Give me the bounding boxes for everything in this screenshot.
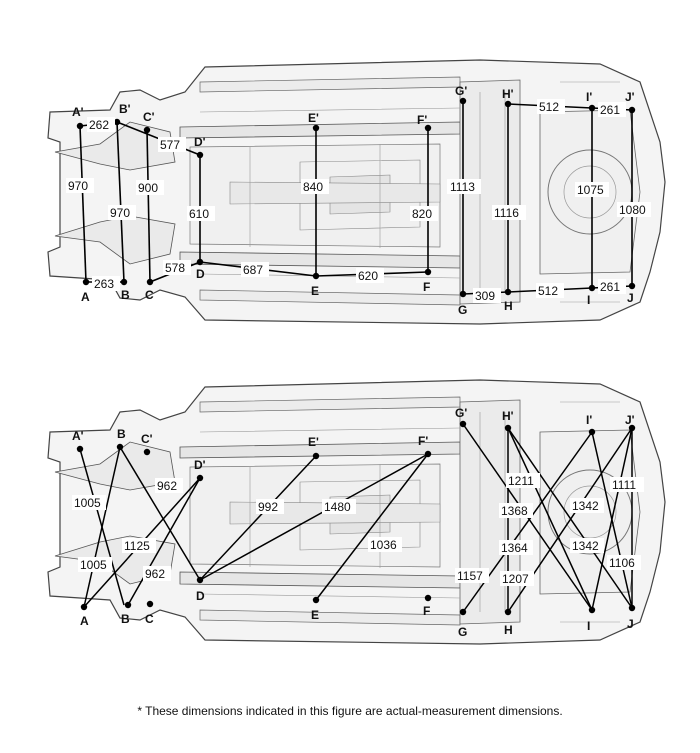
- dim-lower-a-dprime: 1125: [124, 539, 150, 553]
- label-b-prime: B': [119, 102, 131, 116]
- dim-lower-a-bprime: 1005: [80, 558, 107, 572]
- label-a: A: [81, 290, 90, 304]
- label-lower-c: C: [145, 612, 154, 626]
- lower-view: A' B C' D' E' F' G' H' I' J' A B C D E F…: [47, 379, 666, 645]
- dim-upper-a-aprime: 970: [68, 179, 88, 193]
- label-lower-e: E: [311, 608, 319, 622]
- label-lower-a-prime: A': [72, 429, 84, 443]
- footnote: * These dimensions indicated in this fig…: [137, 704, 563, 718]
- dim-upper-i-iprime: 1075: [577, 183, 604, 197]
- label-lower-j: J: [627, 617, 634, 631]
- lower-point-labels: A' B C' D' E' F' G' H' I' J' A B C D E F…: [72, 406, 635, 639]
- label-e: E: [311, 284, 319, 298]
- upper-dimension-values: 970 970 900 610 840 820 1113 1116 1075 1…: [66, 99, 651, 303]
- upper-measure-points: [76, 97, 636, 298]
- lower-measure-points: [76, 420, 636, 616]
- dim-upper-cprime-dprime: 577: [160, 138, 180, 152]
- label-lower-b: B: [117, 427, 126, 441]
- dim-upper-f-fprime: 820: [412, 207, 432, 221]
- label-lower-f: F: [423, 604, 430, 618]
- label-lower-f-prime: F': [418, 434, 428, 448]
- dim-lower-g-iprime: 1157: [457, 569, 483, 583]
- dim-lower-jprime-j: 1111: [612, 478, 636, 492]
- label-lower-c-prime: C': [141, 432, 153, 446]
- dim-upper-h-i: 512: [538, 284, 558, 298]
- label-h-prime: H': [502, 87, 514, 101]
- label-lower-e-prime: E': [308, 435, 319, 449]
- label-lower-b2: B: [121, 612, 130, 626]
- dim-upper-i-j: 261: [600, 280, 620, 294]
- label-e-prime: E': [308, 111, 319, 125]
- dim-upper-e-f: 620: [358, 269, 378, 283]
- dim-upper-e-eprime: 840: [303, 180, 323, 194]
- label-g-prime: G': [455, 84, 467, 98]
- dim-lower-bprime-d: 962: [157, 479, 177, 493]
- label-c: C: [145, 288, 154, 302]
- dim-upper-hprime-iprime: 512: [539, 100, 559, 114]
- label-a-prime: A': [72, 105, 84, 119]
- dim-upper-j-jprime: 1080: [619, 203, 646, 217]
- label-lower-h: H: [504, 623, 513, 637]
- lower-dimension-values: 1005 1005 962 962 1125 992 1480 1036 121…: [72, 473, 644, 586]
- label-i: I: [587, 293, 590, 307]
- label-j: J: [627, 291, 634, 305]
- dim-upper-c-cprime: 900: [138, 181, 158, 195]
- dim-upper-h-hprime: 1116: [494, 206, 519, 220]
- label-i-prime: I': [586, 90, 592, 104]
- label-d-prime: D': [194, 135, 206, 149]
- label-lower-g: G: [458, 625, 467, 639]
- label-h: H: [504, 299, 513, 313]
- dim-upper-iprime-jprime: 261: [600, 103, 620, 117]
- label-f-prime: F': [417, 113, 427, 127]
- dim-lower-e-fprime: 1036: [370, 538, 397, 552]
- dim-lower-gprime-i: 1211: [508, 474, 534, 488]
- dim-lower-d-eprime: 992: [258, 500, 278, 514]
- label-c-prime: C': [143, 110, 155, 124]
- dim-lower-h-jprime: 1364: [501, 541, 528, 555]
- dim-lower-i-jprime: 1342: [572, 539, 599, 553]
- label-lower-d: D: [196, 589, 205, 603]
- dim-lower-aprime-b: 1005: [74, 496, 101, 510]
- dim-upper-b-bprime: 970: [110, 206, 130, 220]
- dim-lower-hprime-i: 1207: [502, 572, 529, 586]
- dim-lower-d-fprime: 1480: [324, 500, 351, 514]
- dim-upper-g-gprime: 1113: [450, 180, 475, 194]
- dim-lower-iprime-j-outer: 1106: [609, 556, 635, 570]
- dim-lower-b-dprime: 962: [145, 567, 165, 581]
- label-lower-h-prime: H': [502, 409, 514, 423]
- label-d: D: [196, 267, 205, 281]
- label-j-prime: J': [625, 90, 635, 104]
- dim-upper-aprime-bprime: 262: [89, 118, 109, 132]
- label-lower-i-prime: I': [586, 413, 592, 427]
- label-lower-j-prime: J': [625, 413, 635, 427]
- dim-upper-c-d: 578: [165, 261, 185, 275]
- label-g: G: [458, 303, 467, 317]
- label-b: B: [121, 288, 130, 302]
- dim-lower-hprime-j: 1368: [501, 504, 528, 518]
- dim-upper-d-dprime: 610: [189, 207, 209, 221]
- dim-lower-iprime-j: 1342: [572, 499, 599, 513]
- upper-point-labels: A' B' C' D' E' F' G' H' I' J' A B C D E …: [72, 84, 635, 317]
- label-f: F: [423, 280, 430, 294]
- label-lower-g-prime: G': [455, 406, 467, 420]
- upper-view: A' B' C' D' E' F' G' H' I' J' A B C D E …: [47, 59, 666, 325]
- label-lower-i: I: [587, 619, 590, 633]
- label-lower-a: A: [80, 614, 89, 628]
- dim-upper-g-h: 309: [475, 289, 495, 303]
- dim-upper-a-b: 263: [94, 277, 114, 291]
- dim-upper-d-e: 687: [243, 263, 263, 277]
- label-lower-d-prime: D': [194, 458, 206, 472]
